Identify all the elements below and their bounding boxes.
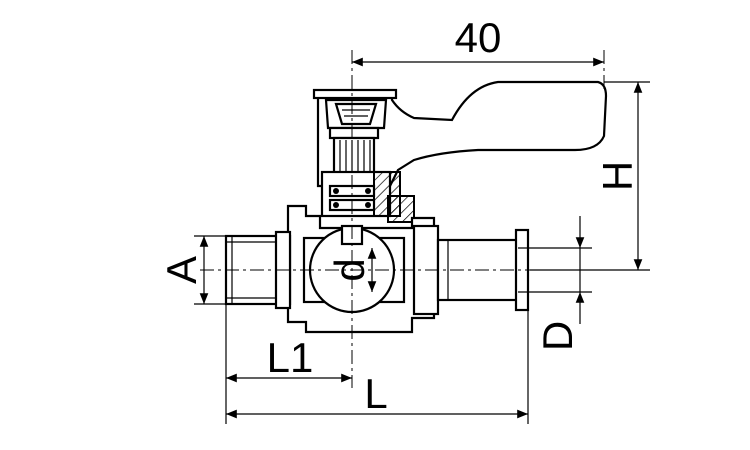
label-l: L	[364, 370, 387, 417]
label-h: H	[594, 161, 641, 191]
dimension-l: L	[226, 310, 529, 424]
valve-stem	[328, 126, 380, 178]
label-d-bore: d	[326, 258, 373, 281]
label-l1: L1	[267, 334, 314, 381]
label-a: A	[158, 256, 205, 284]
dimension-40: 40	[352, 14, 604, 67]
dimension-h: H	[530, 81, 650, 271]
bonnet-section	[320, 170, 415, 223]
dimension-d-bore: d	[326, 248, 377, 292]
dimension-a: A	[158, 235, 226, 305]
label-40: 40	[455, 14, 502, 61]
dimension-l1: L1	[225, 304, 352, 424]
label-d-tube: D	[534, 321, 581, 351]
dimension-d-tube: D	[518, 216, 592, 351]
lever-handle	[312, 80, 608, 188]
